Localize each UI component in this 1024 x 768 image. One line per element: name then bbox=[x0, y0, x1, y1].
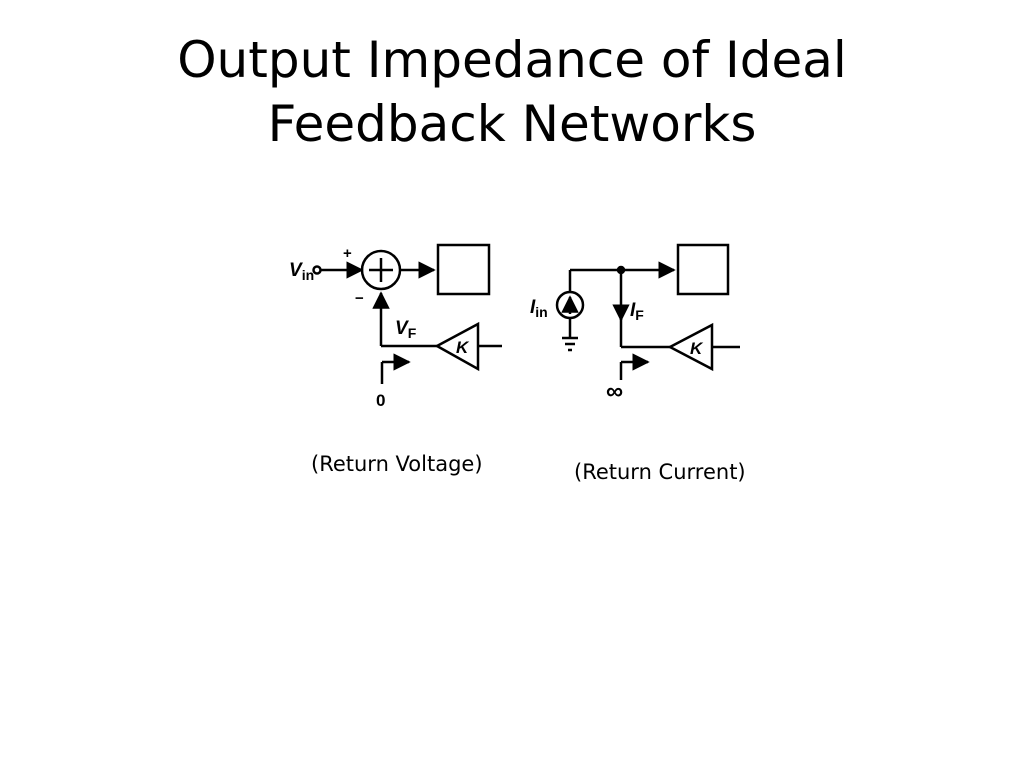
slide-title-line-2: Feedback Networks bbox=[267, 95, 757, 153]
input-label: Vin bbox=[289, 260, 314, 283]
voltage-circuit-labels: Vin + − VF K 0 bbox=[289, 245, 470, 410]
feedback-voltage-label: VF bbox=[395, 318, 417, 341]
feedback-current-label: IF bbox=[630, 300, 644, 323]
summing-junction bbox=[360, 249, 402, 291]
feedback-gain-label-2: K bbox=[690, 339, 704, 358]
ground-symbol bbox=[562, 336, 578, 352]
slide-title-line-1: Output Impedance of Ideal bbox=[177, 31, 847, 89]
plus-sign: + bbox=[343, 245, 352, 262]
current-return-circuit bbox=[555, 243, 740, 380]
caption-return-voltage: (Return Voltage) bbox=[311, 452, 483, 476]
current-circuit-labels: Iin IF K ∞ bbox=[530, 297, 704, 405]
impedance-value-2: ∞ bbox=[606, 378, 623, 405]
caption-return-current: (Return Current) bbox=[574, 460, 746, 484]
voltage-return-circuit bbox=[312, 243, 502, 384]
forward-amplifier-block bbox=[436, 243, 491, 296]
forward-amplifier-block-2 bbox=[676, 243, 730, 296]
input-terminal bbox=[312, 265, 322, 275]
impedance-value: 0 bbox=[376, 391, 385, 410]
slide-title: Output Impedance of Ideal Feedback Netwo… bbox=[0, 28, 1024, 156]
feedback-gain-label: K bbox=[456, 338, 470, 357]
input-current-label: Iin bbox=[530, 297, 548, 320]
minus-sign: − bbox=[355, 290, 364, 307]
